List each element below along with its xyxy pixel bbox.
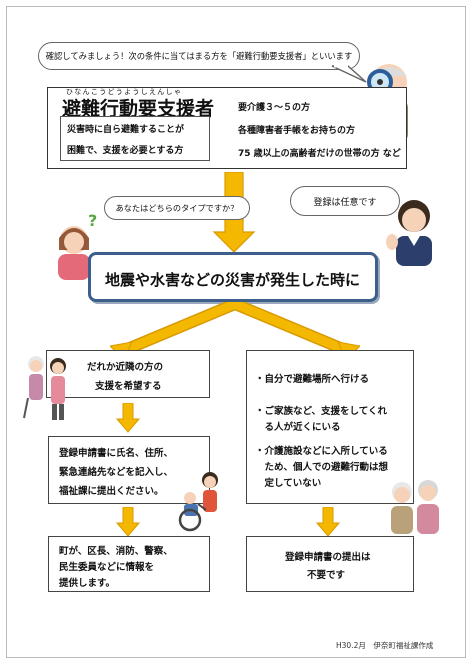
left-box-3: 町が、区長、消防、警察、 民生委員などに情報を 提供します。 <box>48 536 210 592</box>
elderly-couple-illustration <box>391 480 439 534</box>
question-text: あなたはどちらのタイプですか？ <box>115 203 239 213</box>
right-item-2-line-1: ・ご家族など、支援をしてくれ <box>255 406 387 417</box>
criteria-1: 要介護３～５の方 <box>238 103 311 113</box>
definition-title: 避難行動要支援者 <box>62 98 215 120</box>
right-down-arrow <box>316 507 340 537</box>
svg-text:?: ? <box>88 211 97 230</box>
right-box-2-line-1: 登録申請書の提出は <box>285 552 371 563</box>
left-box-3-line-1: 町が、区長、消防、警察、 <box>59 546 173 557</box>
intro-speech-bubble: 確認してみましょう！次の条件に当てはまる方を「避難行動要支援者」といいます <box>38 42 360 70</box>
right-item-3-line-3: 定していない <box>255 478 322 489</box>
left-box-3-line-2: 民生委員などに情報を <box>59 562 155 573</box>
page-frame <box>6 6 466 658</box>
definition-condition-box: 災害時に自ら避難することが 困難で、支援を必要とする方 <box>60 116 210 161</box>
left-down-arrow-2 <box>116 507 140 537</box>
wheelchair-illustration <box>178 472 218 532</box>
left-box-1: だれか近隣の方の 支援を希望する <box>46 350 210 398</box>
left-box-1-line-1: だれか近隣の方の <box>87 362 164 373</box>
right-item-3-line-1: ・介護施設などに入所している <box>255 446 388 457</box>
right-box-2-line-2: 不要です <box>307 570 346 581</box>
definition-box: ひなんこうどうようしえんしゃ 避難行動要支援者 災害時に自ら避難することが 困難… <box>47 87 407 169</box>
bubble-tail <box>331 64 367 83</box>
right-box-2: 登録申請書の提出は 不要です <box>246 536 414 592</box>
question-speech-bubble: あなたはどちらのタイプですか？ <box>104 196 250 220</box>
left-box-2-line-3: 福祉課に提出ください。 <box>59 486 164 497</box>
definition-ruby: ひなんこうどうようしえんしゃ <box>66 88 183 96</box>
criteria-3: 75 歳以上の高齢者だけの世帯の方 など <box>238 149 401 159</box>
staff-woman-illustration <box>386 200 432 266</box>
disaster-banner: 地震や水害などの災害が発生した時に <box>88 252 378 302</box>
elderly-walking-illustration <box>23 356 66 420</box>
condition-line-2: 困難で、支援を必要とする方 <box>67 146 184 156</box>
right-item-3-line-2: ため、個人での避難行動は想 <box>255 462 389 473</box>
voluntary-text: 登録は任意です <box>313 197 377 208</box>
left-box-3-line-3: 提供します。 <box>59 578 116 589</box>
woman-question-illustration: ? <box>58 211 97 280</box>
intro-text: 確認してみましょう！次の条件に当てはまる方を「避難行動要支援者」といいます <box>45 51 353 61</box>
criteria-2: 各種障害者手帳をお持ちの方 <box>238 126 356 136</box>
condition-line-1: 災害時に自ら避難することが <box>67 125 185 135</box>
right-item-1-line-1: ・自分で避難場所へ行ける <box>255 374 370 385</box>
footer-credit: H30.2月 伊奈町福祉課作成 <box>336 641 434 650</box>
left-down-arrow-1 <box>116 403 140 433</box>
voluntary-speech-bubble: 登録は任意です <box>290 186 400 216</box>
right-item-2-line-2: る人が近くにいる <box>255 422 341 433</box>
left-box-2: 登録申請書に氏名、住所、 緊急連絡先などを記入し、 福祉課に提出ください。 <box>48 436 210 504</box>
left-box-2-line-2: 緊急連絡先などを記入し、 <box>59 467 174 478</box>
left-box-2-line-1: 登録申請書に氏名、住所、 <box>59 448 174 459</box>
left-box-1-line-2: 支援を希望する <box>95 381 162 392</box>
right-box-1: ・自分で避難場所へ行ける ・ご家族など、支援をしてくれ る人が近くにいる ・介護… <box>246 350 414 504</box>
disaster-banner-text: 地震や水害などの災害が発生した時に <box>105 271 361 289</box>
